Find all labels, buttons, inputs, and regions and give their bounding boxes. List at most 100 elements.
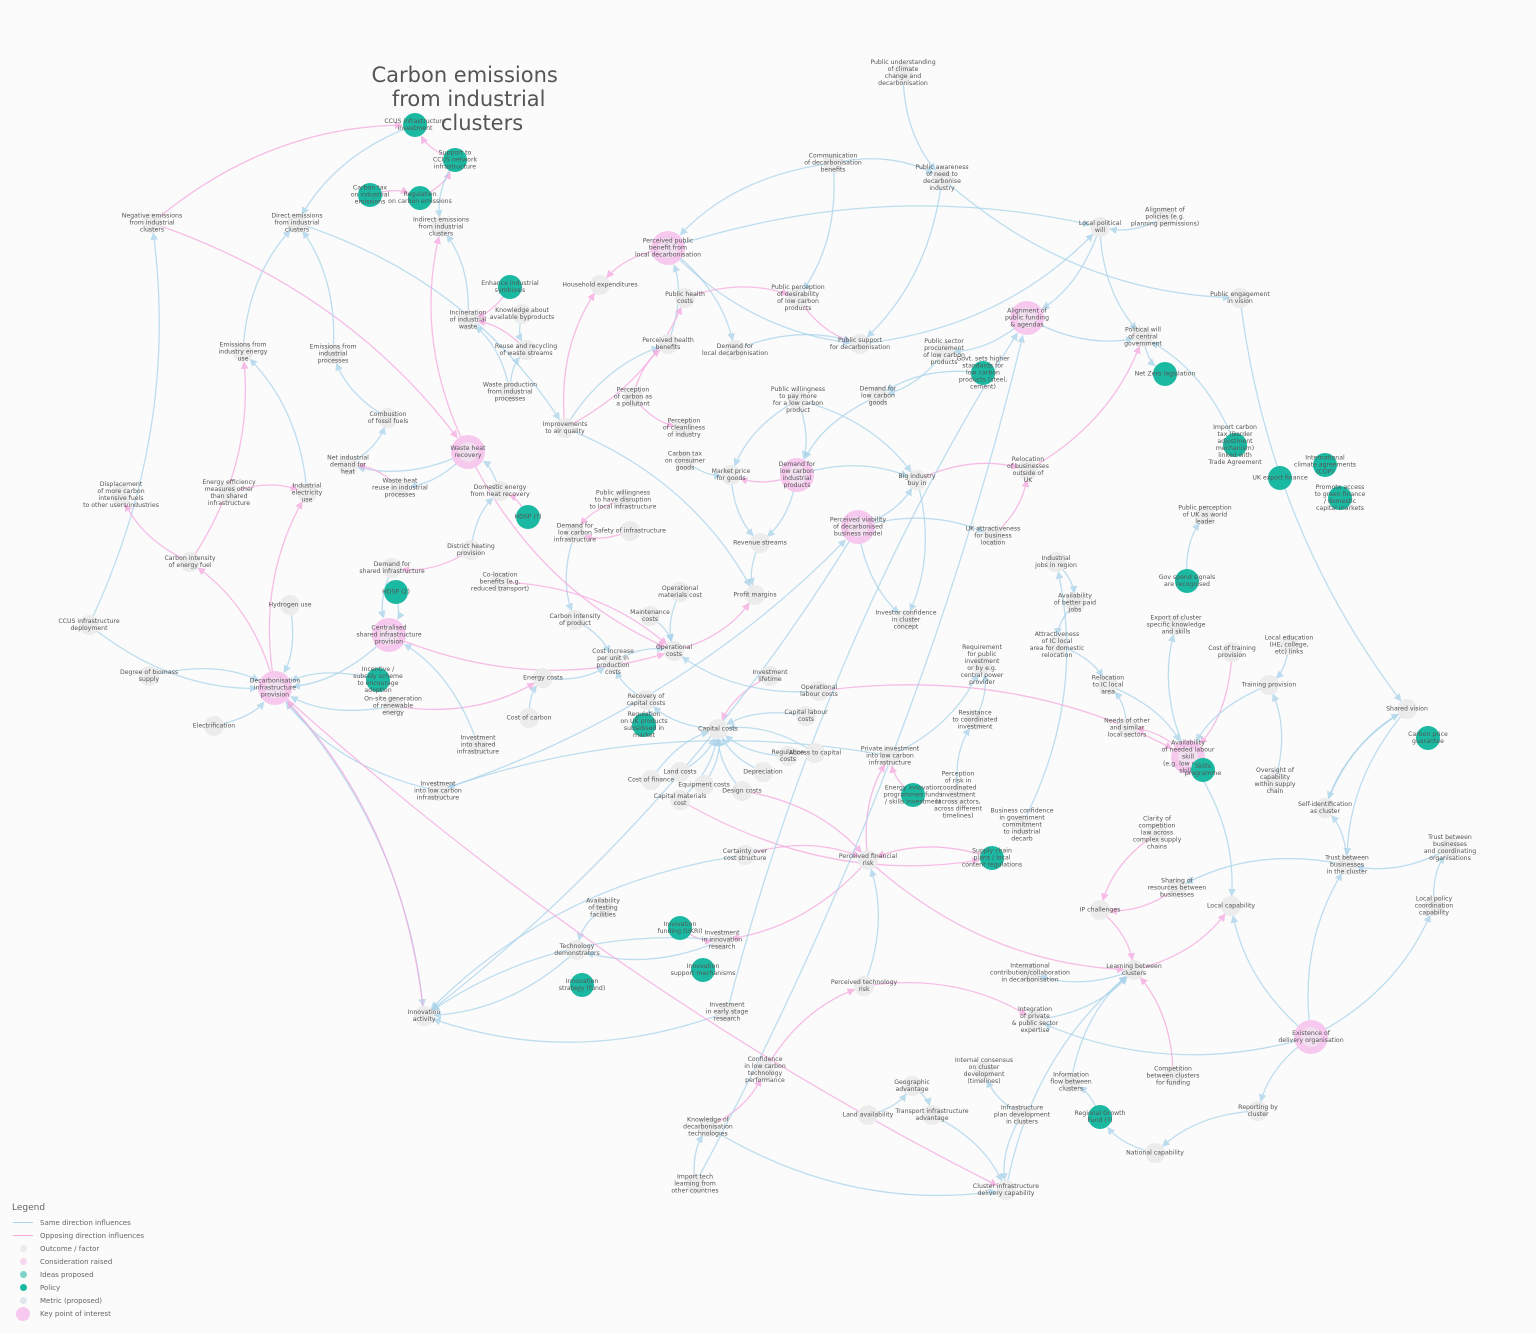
node-shared-vision[interactable]: Shared vision [1386, 699, 1428, 719]
node-electrification[interactable]: Electrification [193, 716, 236, 736]
node-depreciation[interactable]: Depreciation [743, 762, 783, 782]
node-net-zero[interactable]: Net Zero legislation [1135, 362, 1196, 386]
node-land-avail[interactable]: Land availability [843, 1105, 894, 1125]
node-energy-costs[interactable]: Energy costs [523, 668, 563, 688]
node-hydrogen[interactable]: Hydrogen use [268, 595, 312, 615]
node-land-costs[interactable]: Land costs [663, 762, 697, 782]
node-local-edu[interactable]: Local education(HE, college,etc) links [1265, 635, 1314, 656]
node-uk-export[interactable]: UK export finance [1252, 466, 1308, 490]
node-national-cap[interactable]: National capability [1126, 1143, 1184, 1163]
node-revenue[interactable]: Revenue streams [733, 533, 787, 553]
node-design-costs[interactable]: Design costs [722, 781, 762, 801]
node-local-cap[interactable]: Local capability [1207, 896, 1255, 916]
node-hdsp2[interactable]: HDSP (2) [382, 580, 410, 604]
node-profit[interactable]: Profit margins [733, 585, 777, 605]
node-cost-finance[interactable]: Cost of finance [628, 770, 675, 790]
node-access-capital[interactable]: Access to capital [789, 743, 841, 763]
node-cost-carbon[interactable]: Cost of carbon [506, 708, 552, 728]
